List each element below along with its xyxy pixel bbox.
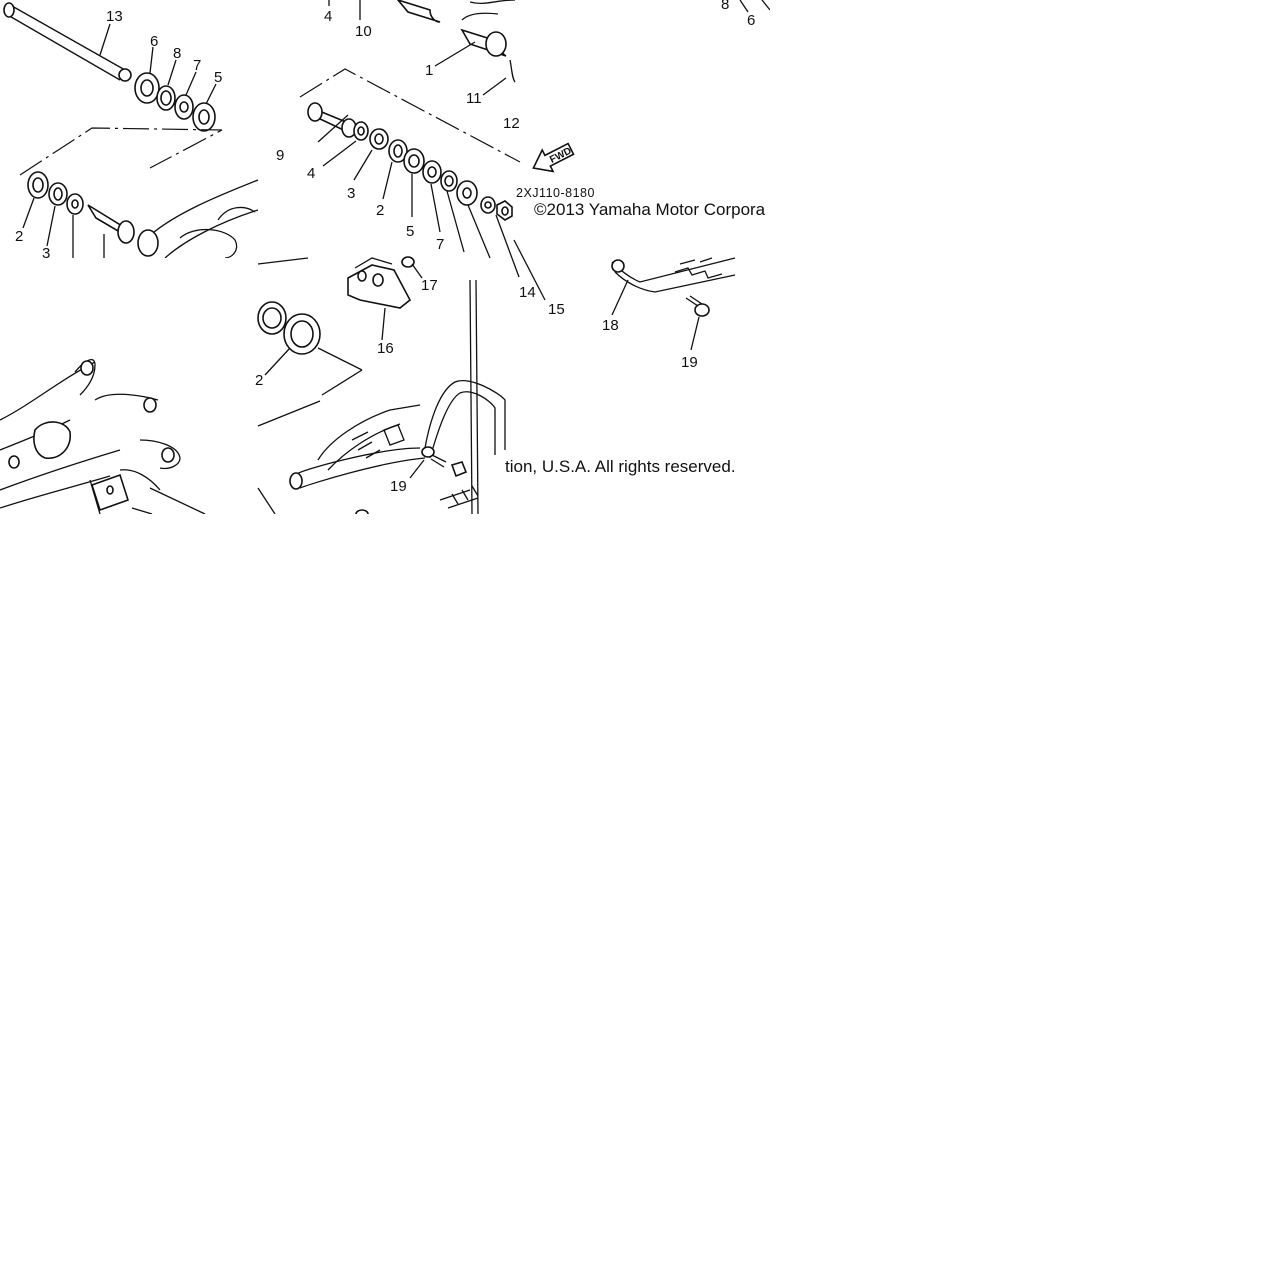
callout-6: 6	[747, 12, 755, 29]
callout-7: 7	[436, 236, 444, 253]
callout-3: 3	[42, 245, 50, 262]
chain-guide-16	[347, 257, 412, 309]
footrest-frame	[289, 279, 506, 519]
tile-top-right: FWD	[513, 0, 771, 301]
bolt-19b	[421, 446, 447, 468]
collar-9	[307, 102, 357, 138]
callout-2: 2	[376, 202, 384, 219]
bolt-19a	[685, 295, 710, 317]
ring-8	[156, 85, 176, 111]
callout-4: 4	[324, 8, 332, 25]
fwd-arrow-icon: FWD	[532, 142, 575, 173]
copyright-top: ©2013 Yamaha Motor Corpora	[534, 200, 766, 219]
pivot-tube-top	[396, 0, 516, 83]
callout-5: 5	[406, 223, 414, 240]
tile-middle-left	[0, 359, 206, 515]
bearing-2b	[388, 139, 408, 163]
callout-2: 2	[15, 228, 23, 245]
race-3b	[369, 128, 389, 150]
callout-8: 8	[721, 0, 729, 13]
callout-15: 15	[548, 301, 565, 318]
callout-labels: 13 6 8 7 5 2 3 4 10 1 11 12 8 6 9 4 3 2 …	[15, 0, 766, 495]
washer-a	[66, 193, 84, 215]
callout-4: 4	[307, 165, 315, 182]
ring-6	[134, 72, 160, 104]
washer-b	[480, 196, 496, 214]
collar-a	[87, 204, 135, 244]
callout-17: 17	[421, 277, 438, 294]
seal-2c	[257, 301, 321, 355]
swingarm-body	[0, 359, 206, 515]
callout-2: 2	[255, 372, 263, 389]
ring-7b	[422, 160, 442, 184]
tile-middle-right	[611, 257, 736, 351]
callout-11: 11	[466, 90, 482, 107]
callout-18: 18	[602, 317, 619, 334]
seal-4b	[353, 121, 369, 141]
footrest-18	[611, 257, 736, 293]
callout-5: 5	[214, 69, 222, 86]
tile-top-left	[3, 2, 259, 259]
copyright-bottom: tion, U.S.A. All rights reserved.	[505, 457, 736, 476]
callout-12: 12	[503, 115, 520, 132]
callout-9: 9	[276, 147, 284, 164]
bolt-17	[401, 256, 415, 268]
callout-19: 19	[681, 354, 698, 371]
callout-6: 6	[150, 33, 158, 50]
callout-3: 3	[347, 185, 355, 202]
pivot-shaft	[3, 2, 132, 82]
diagram-code: 2XJ110-8180	[516, 186, 595, 200]
ring-6b	[440, 170, 458, 192]
callout-7: 7	[193, 57, 201, 74]
callout-14: 14	[519, 284, 536, 301]
callout-16: 16	[377, 340, 394, 357]
callout-1: 1	[425, 62, 433, 79]
tile-top-middle	[299, 0, 521, 278]
callout-10: 10	[355, 23, 372, 40]
fwd-label: FWD	[548, 146, 573, 166]
ring-7	[174, 94, 194, 120]
callout-8: 8	[173, 45, 181, 62]
callout-13: 13	[106, 8, 123, 25]
tile-middle-center	[257, 256, 506, 519]
ring-5	[192, 102, 216, 132]
callout-19: 19	[390, 478, 407, 495]
bearing-2a	[27, 171, 49, 199]
collar-14	[456, 180, 478, 206]
race-3a	[48, 182, 68, 206]
ring-5b	[403, 148, 425, 174]
nut-15	[496, 200, 513, 221]
swingarm-front	[137, 179, 259, 259]
